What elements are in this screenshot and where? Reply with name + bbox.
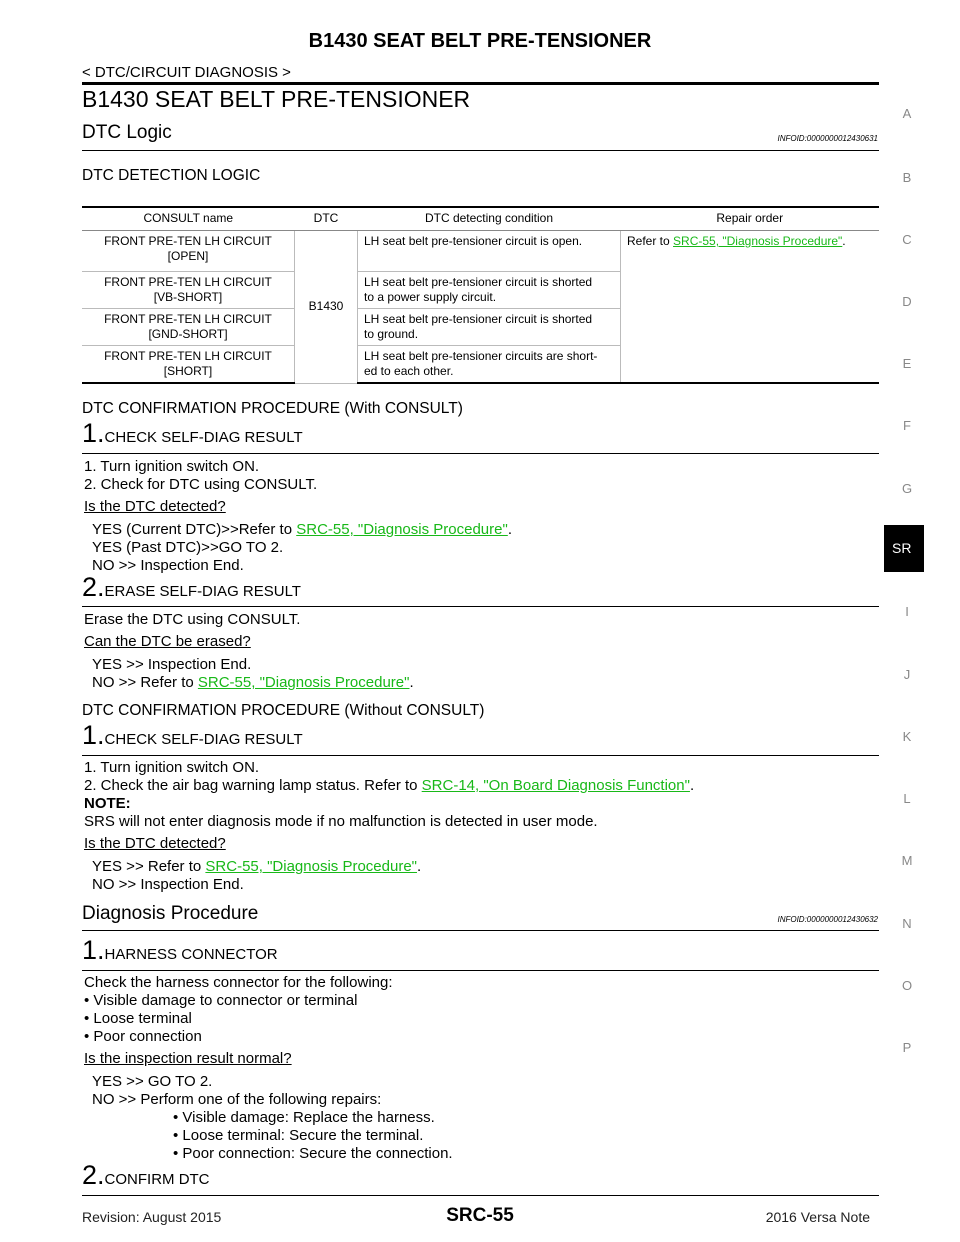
table-cell-name: FRONT PRE-TEN LH CIRCUIT[OPEN] <box>82 230 295 272</box>
side-index-n[interactable]: N <box>902 916 912 931</box>
repair-item: • Loose terminal: Secure the terminal. <box>173 1127 424 1144</box>
page-title: B1430 SEAT BELT PRE-TENSIONER <box>82 86 471 112</box>
step-heading: 1.HARNESS CONNECTOR <box>82 935 278 965</box>
side-index-d[interactable]: D <box>902 294 912 309</box>
section-rule <box>82 150 879 151</box>
instruction-line: Erase the DTC using CONSULT. <box>84 611 301 628</box>
infoid-diagnosis: INFOID:0000000012430632 <box>777 915 878 924</box>
side-index-g[interactable]: G <box>901 481 913 496</box>
side-index-p[interactable]: P <box>902 1040 912 1055</box>
table-row: FRONT PRE-TEN LH CIRCUIT[SHORT] LH seat … <box>82 345 879 384</box>
footer-page-number: SRC-55 <box>446 1205 514 1226</box>
step-rule <box>82 606 879 607</box>
table-header: Repair order <box>620 206 879 231</box>
table-header: DTC <box>294 206 358 231</box>
table-cell-dtc: B1430 <box>294 230 358 384</box>
link-on-board-diagnosis[interactable]: SRC-14, "On Board Diagnosis Function" <box>421 777 690 794</box>
step-rule <box>82 453 879 454</box>
table-cell-name: FRONT PRE-TEN LH CIRCUIT[VB-SHORT] <box>82 271 295 309</box>
side-index-o[interactable]: O <box>901 978 913 993</box>
step-rule <box>82 970 879 971</box>
step-heading: 1.CHECK SELF-DIAG RESULT <box>82 720 303 750</box>
link-diagnosis-procedure[interactable]: SRC-55, "Diagnosis Procedure" <box>296 521 508 538</box>
heading-with-consult: DTC CONFIRMATION PROCEDURE (With CONSULT… <box>82 400 463 417</box>
link-diagnosis-procedure[interactable]: SRC-55, "Diagnosis Procedure" <box>205 858 417 875</box>
note-label: NOTE: <box>84 795 131 812</box>
question: Is the inspection result normal? <box>84 1050 292 1067</box>
header-rule <box>82 82 879 85</box>
table-header: DTC detecting condition <box>357 206 621 231</box>
table-cell-name: FRONT PRE-TEN LH CIRCUIT[SHORT] <box>82 345 295 384</box>
step-heading: 2.ERASE SELF-DIAG RESULT <box>82 572 301 602</box>
infoid-dtc-logic: INFOID:0000000012430631 <box>777 134 878 143</box>
answer-line: YES (Current DTC)>>Refer to SRC-55, "Dia… <box>92 521 512 538</box>
bullet-item: • Loose terminal <box>84 1010 192 1027</box>
answer-line: YES >> Inspection End. <box>92 656 252 673</box>
repair-item: • Visible damage: Replace the harness. <box>173 1109 435 1126</box>
table-row: FRONT PRE-TEN LH CIRCUIT[VB-SHORT] LH se… <box>82 271 879 309</box>
footer-revision: Revision: August 2015 <box>82 1209 222 1225</box>
instruction-line: 1. Turn ignition switch ON. <box>84 759 260 776</box>
section-title-diagnosis-procedure: Diagnosis Procedure <box>82 903 259 924</box>
table-cell-condition: LH seat belt pre-tensioner circuits are … <box>357 345 621 384</box>
instruction-line: 2. Check for DTC using CONSULT. <box>84 476 318 493</box>
instruction-line: Check the harness connector for the foll… <box>84 974 393 991</box>
question: Is the DTC detected? <box>84 498 226 515</box>
dtc-table: CONSULT name DTC DTC detecting condition… <box>82 206 879 384</box>
side-index-j[interactable]: J <box>903 667 911 682</box>
step-rule <box>82 1195 879 1196</box>
side-index-a[interactable]: A <box>902 106 912 121</box>
link-diagnosis-procedure[interactable]: SRC-55, "Diagnosis Procedure" <box>673 234 843 248</box>
bullet-item: • Poor connection <box>84 1028 202 1045</box>
question: Is the DTC detected? <box>84 835 226 852</box>
answer-line: YES >> GO TO 2. <box>92 1073 213 1090</box>
page-header-title: B1430 SEAT BELT PRE-TENSIONER <box>308 30 652 52</box>
side-index-k[interactable]: K <box>902 729 912 744</box>
question: Can the DTC be erased? <box>84 633 251 650</box>
heading-without-consult: DTC CONFIRMATION PROCEDURE (Without CONS… <box>82 702 485 719</box>
answer-line: NO >> Perform one of the following repai… <box>92 1091 382 1108</box>
step-heading: 1.CHECK SELF-DIAG RESULT <box>82 418 303 448</box>
table-cell-condition: LH seat belt pre-tensioner circuit is sh… <box>357 308 621 346</box>
side-index-m[interactable]: M <box>901 853 913 868</box>
table-header-row: CONSULT name DTC DTC detecting condition… <box>82 206 879 231</box>
side-index-l[interactable]: L <box>903 791 911 806</box>
instruction-line: 2. Check the air bag warning lamp status… <box>84 777 695 794</box>
side-index-f[interactable]: F <box>903 418 911 433</box>
table-row: FRONT PRE-TEN LH CIRCUIT[OPEN] B1430 LH … <box>82 230 879 384</box>
side-index-b[interactable]: B <box>902 170 912 185</box>
footer-model: 2016 Versa Note <box>765 1209 870 1225</box>
side-index-i[interactable]: I <box>905 604 909 619</box>
side-index-e[interactable]: E <box>902 356 912 371</box>
breadcrumb: < DTC/CIRCUIT DIAGNOSIS > <box>82 64 291 81</box>
side-index-sr-active[interactable]: SR <box>884 525 924 572</box>
section-title-dtc-logic: DTC Logic <box>82 122 172 143</box>
table-cell-condition: LH seat belt pre-tensioner circuit is sh… <box>357 271 621 309</box>
section-rule <box>82 930 879 931</box>
bullet-item: • Visible damage to connector or termina… <box>84 992 358 1009</box>
heading-dtc-detection-logic: DTC DETECTION LOGIC <box>82 167 261 184</box>
step-heading: 2.CONFIRM DTC <box>82 1160 210 1190</box>
table-header: CONSULT name <box>82 206 295 231</box>
table-cell-name: FRONT PRE-TEN LH CIRCUIT[GND-SHORT] <box>82 308 295 346</box>
answer-line: NO >> Refer to SRC-55, "Diagnosis Proced… <box>92 674 414 691</box>
answer-line: YES (Past DTC)>>GO TO 2. <box>92 539 284 556</box>
side-index-c[interactable]: C <box>902 232 912 247</box>
link-diagnosis-procedure[interactable]: SRC-55, "Diagnosis Procedure" <box>197 674 410 691</box>
step-rule <box>82 755 879 756</box>
table-cell-condition: LH seat belt pre-tensioner circuit is op… <box>357 230 621 272</box>
note-text: SRS will not enter diagnosis mode if no … <box>84 813 598 830</box>
answer-line: NO >> Inspection End. <box>92 876 244 893</box>
answer-line: NO >> Inspection End. <box>92 557 244 574</box>
instruction-line: 1. Turn ignition switch ON. <box>84 458 260 475</box>
answer-line: YES >> Refer to SRC-55, "Diagnosis Proce… <box>92 858 422 875</box>
repair-item: • Poor connection: Secure the connection… <box>173 1145 453 1162</box>
table-cell-repair: Refer to SRC-55, "Diagnosis Procedure". <box>620 230 879 384</box>
table-row: FRONT PRE-TEN LH CIRCUIT[GND-SHORT] LH s… <box>82 308 879 346</box>
